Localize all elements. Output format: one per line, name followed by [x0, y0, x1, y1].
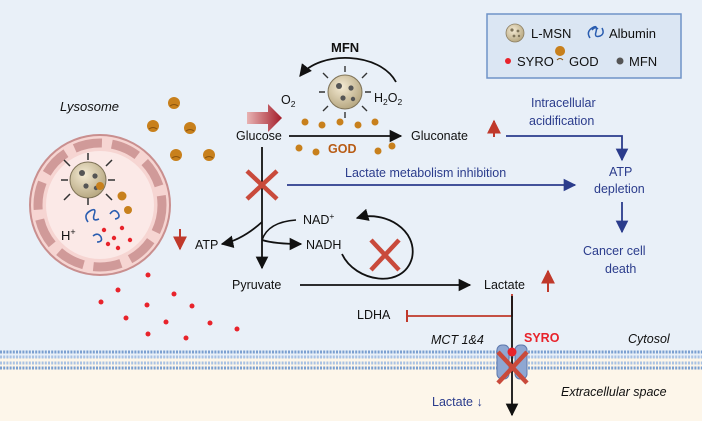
lactate-decrease-label: Lactate ↓ [432, 395, 483, 409]
nad-plus-label: NAD+ [303, 211, 334, 227]
cell-membrane [0, 350, 702, 370]
acidification-arrow [506, 135, 629, 162]
legend-god-label: GOD [569, 54, 599, 69]
albumin-squiggles [85, 208, 120, 243]
god-particles-free [147, 97, 215, 161]
god-particles-lysosome [117, 191, 132, 214]
mfn-cycle-arrow [299, 57, 397, 83]
glucose-label: Glucose [236, 129, 282, 143]
mfn-cycle-label: MFN [331, 40, 359, 55]
albumin-icon [587, 25, 604, 39]
atp-label: ATP [195, 238, 218, 252]
legend-lmsn-label: L-MSN [531, 26, 571, 41]
nadh-label: NADH [306, 238, 341, 252]
god-particles-row [295, 118, 396, 156]
cancer-death-label-2: death [605, 262, 636, 276]
gluconate-label: Gluconate [411, 129, 468, 143]
syro-dot-icon [505, 58, 511, 64]
x-mark-glycolysis [245, 169, 279, 201]
release-arrow [247, 104, 282, 132]
pyruvate-label: Pyruvate [232, 278, 281, 292]
atp-depletion-label-2: depletion [594, 182, 645, 196]
nad-branch-curve [261, 219, 297, 241]
acidification-label-2: acidification [529, 114, 594, 128]
legend-syro-label: SYRO [517, 54, 554, 69]
cytosol-label: Cytosol [628, 332, 671, 346]
lysosome-label: Lysosome [60, 99, 119, 114]
h-plus-label: H+ [61, 227, 76, 243]
god-icon [555, 46, 566, 61]
syro-dots-released [98, 272, 240, 341]
o2-label: O2 [281, 93, 296, 109]
nad-regeneration-arrow [341, 208, 414, 280]
legend-box: L-MSN Albumin SYRO GOD MFN [486, 13, 682, 79]
atp-depletion-label-1: ATP [609, 165, 632, 179]
god-center-label: GOD [328, 142, 356, 156]
legend-albumin-label: Albumin [609, 26, 656, 41]
lmsn-icon [505, 23, 525, 43]
atp-branch-arrow [220, 221, 263, 248]
lmsn-particle-center [319, 66, 371, 118]
lactate-inhibition-label: Lactate metabolism inhibition [345, 166, 506, 180]
nadh-arrow [261, 237, 303, 251]
syro-inhibitor-label: SYRO [524, 331, 560, 345]
mfn-dot-icon [616, 57, 624, 65]
mct-label: MCT 1&4 [431, 333, 484, 347]
ldha-label: LDHA [357, 308, 391, 322]
extracellular-label: Extracellular space [561, 385, 667, 399]
cancer-death-label-1: Cancer cell [583, 244, 646, 258]
lactate-label: Lactate [484, 278, 525, 292]
h2o2-label: H2O2 [374, 91, 403, 107]
syro-dots-lysosome [101, 225, 133, 251]
legend-mfn-label: MFN [629, 54, 657, 69]
lysosome [29, 134, 171, 276]
lmsn-particle-lysosome [61, 153, 115, 205]
x-mark-ldh-cycle [369, 238, 401, 272]
acidification-label-1: Intracellular [531, 96, 596, 110]
x-mark-mct [496, 350, 529, 385]
